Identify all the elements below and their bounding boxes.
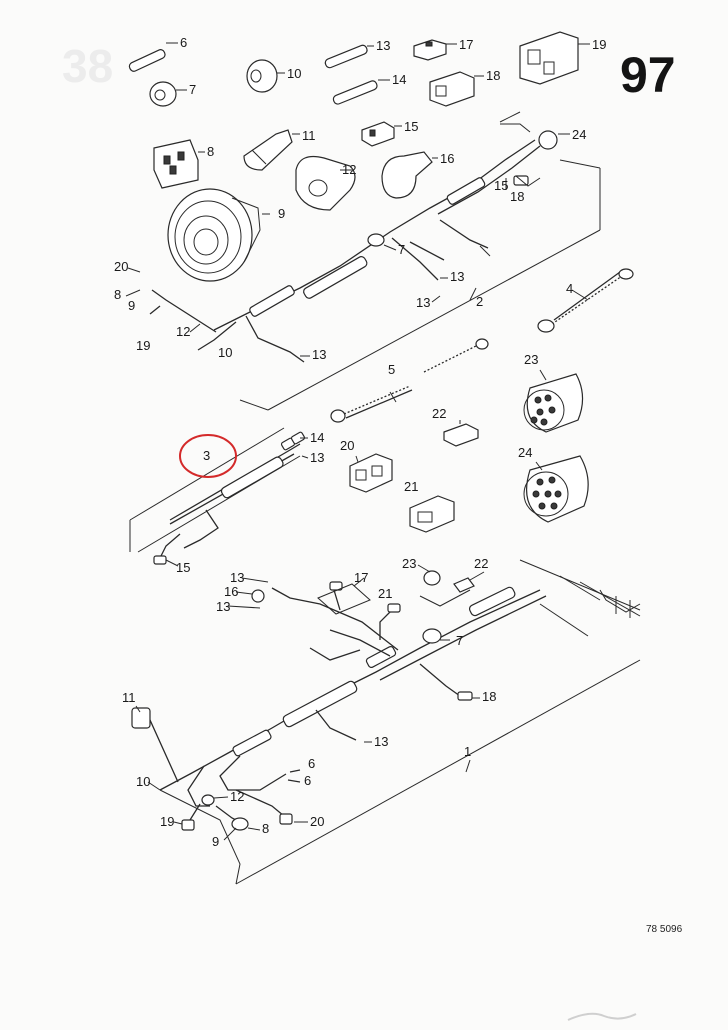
callout-18: 18 [510,189,524,204]
part-20-connector [349,453,393,493]
callout-10: 10 [287,66,301,81]
pencil-mark [567,1012,637,1021]
callout-14: 14 [392,72,406,87]
callout-9: 9 [212,834,219,849]
callout-13: 13 [230,570,244,585]
part-21-connector [409,495,455,533]
part-14-sleeve [332,79,390,105]
callout-13: 13 [312,347,326,362]
callout-3: 3 [203,448,210,463]
callout-9: 9 [278,206,285,221]
callout-10: 10 [136,774,150,789]
callout-16: 16 [440,151,454,166]
part-18-connector [429,71,484,107]
callout-5: 5 [388,362,395,377]
callout-24: 24 [518,445,532,460]
callout-22: 22 [432,406,446,421]
part-10-rubber-boot [246,59,285,93]
callout-7: 7 [456,633,463,648]
callout-13: 13 [450,269,464,284]
callout-20: 20 [114,259,128,274]
callout-17: 17 [354,570,368,585]
part-16-elbow-boot [381,151,438,199]
callout-24: 24 [572,127,586,142]
part-4-ground-cable [537,268,634,333]
callout-19: 19 [160,814,174,829]
callout-22: 22 [474,556,488,571]
part-12-cover [295,155,356,211]
part-15-connector [361,121,402,147]
callout-6: 6 [180,35,187,50]
callout-16: 16 [224,584,238,599]
callout-7: 7 [189,82,196,97]
callout-18: 18 [486,68,500,83]
part-8-relay-holder [153,139,205,189]
callout-labels: 6 7 8 9 10 11 12 13 14 15 16 17 18 19 24… [114,35,606,849]
callout-8: 8 [114,287,121,302]
part-7-grommet [149,81,187,107]
leader-lines [125,267,485,841]
ghost-page-number: 38 [62,40,113,92]
callout-23: 23 [524,352,538,367]
callout-8: 8 [262,821,269,836]
callout-17: 17 [459,37,473,52]
part-5-ground-cable [330,338,489,423]
callout-15: 15 [176,560,190,575]
drawing-reference: 78 5096 [646,924,683,935]
callout-13: 13 [216,599,230,614]
callout-10: 10 [218,345,232,360]
part-22-connector [443,420,479,447]
harness-1 [131,559,641,885]
callout-6: 6 [308,756,315,771]
callout-2: 2 [476,294,483,309]
callout-13: 13 [376,38,390,53]
callout-15: 15 [494,178,508,193]
upper-group-frame [239,111,601,411]
callout-15: 15 [404,119,418,134]
callout-11: 11 [302,128,316,143]
callout-20: 20 [310,814,324,829]
part-6-plug [128,42,178,72]
part-24-plug [538,130,570,150]
callout-19: 19 [136,338,150,353]
callout-7: 7 [398,242,405,257]
callout-20: 20 [340,438,354,453]
part-19-connector [519,31,590,85]
harness-2 [149,123,541,363]
highlight-circle [179,434,237,478]
callout-13: 13 [374,734,388,749]
callout-12: 12 [342,162,356,177]
page-number: 97 [620,47,676,103]
callout-11: 11 [122,690,136,705]
harness-3 [129,427,306,565]
callout-12: 12 [230,789,244,804]
callout-12: 12 [176,324,190,339]
callout-19: 19 [592,37,606,52]
part-17-connector [413,39,457,61]
callout-18: 18 [482,689,496,704]
part-11-cable-boot [243,129,300,171]
part-9-lamp-bellows [167,188,270,282]
callout-8: 8 [207,144,214,159]
part-13-sleeve [324,44,374,69]
callout-21: 21 [404,479,418,494]
callout-6: 6 [304,773,311,788]
callout-14: 14 [310,430,324,445]
callout-4: 4 [566,281,573,296]
callout-23: 23 [402,556,416,571]
callout-13: 13 [310,450,324,465]
part-24-socket [523,455,589,523]
callout-1: 1 [464,744,471,759]
callout-21: 21 [378,586,392,601]
part-23-socket [523,369,584,433]
callout-9: 9 [128,298,135,313]
callout-13: 13 [416,295,430,310]
